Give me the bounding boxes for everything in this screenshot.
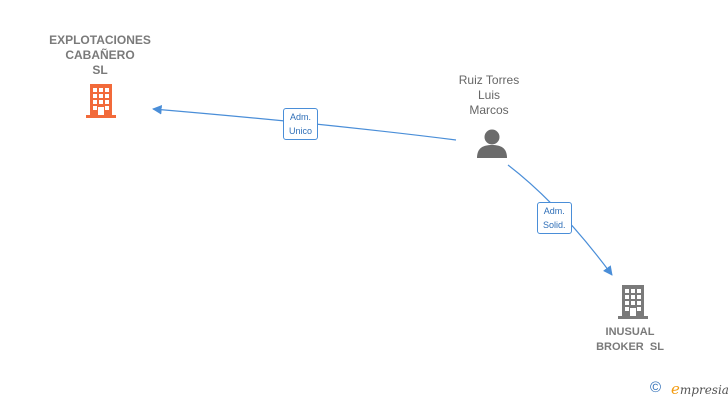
- edge-label-line: Adm.: [543, 206, 565, 216]
- person-icon: [477, 129, 507, 158]
- edge-label-line: Adm.: [290, 112, 312, 122]
- company-name-line: CABAÑERO: [65, 48, 135, 62]
- person-name-line: Marcos: [469, 103, 509, 117]
- person-name-line: Ruiz Torres: [458, 73, 520, 87]
- copyright-icon: ©: [650, 379, 662, 396]
- edge-label-adm-unico: Adm. Unico: [283, 108, 319, 140]
- edge-label-line: Unico: [289, 126, 313, 136]
- person-name-ruiz-torres[interactable]: Ruiz Torres Luis Marcos: [429, 73, 549, 118]
- company-name-line: SL: [92, 63, 108, 77]
- building-icon: [86, 84, 116, 118]
- company-name-explotaciones-cabanero[interactable]: EXPLOTACIONES CABAÑERO SL: [20, 33, 180, 78]
- building-icon: [618, 285, 648, 319]
- person-name-line: Luis: [477, 88, 500, 102]
- brand-logo-first-letter: e: [671, 380, 680, 398]
- edge-label-line: Solid.: [543, 220, 566, 230]
- company-name-inusual-broker[interactable]: INUSUAL BROKER SL: [570, 325, 690, 355]
- edge-label-adm-solid: Adm. Solid.: [537, 202, 572, 234]
- brand-logo: empresia: [671, 380, 728, 398]
- company-name-line: EXPLOTACIONES: [49, 33, 151, 47]
- company-name-line: BROKER SL: [596, 341, 664, 353]
- brand-footer[interactable]: © empresia: [650, 378, 728, 398]
- company-name-line: INUSUAL: [605, 326, 655, 338]
- brand-logo-rest: mpresia: [679, 383, 728, 397]
